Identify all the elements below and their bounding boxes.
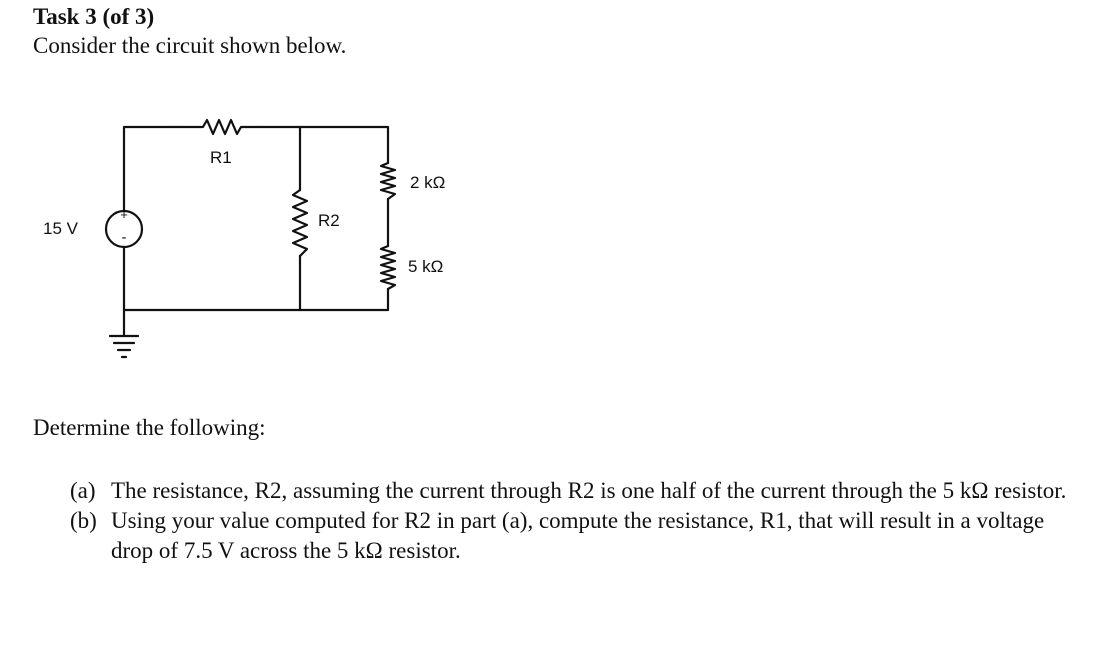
source-minus-sign: - [122,229,127,246]
wire-left-top [122,125,178,213]
r1-label: R1 [210,148,232,167]
source-plus-sign: + [120,207,128,222]
resistor-2k [379,161,397,201]
part-b-text: Using your value computed for R2 in part… [111,508,1045,563]
source-voltage-label: 15 V [43,219,79,238]
task-intro: Consider the circuit shown below. [33,33,347,58]
wire-top [260,125,390,165]
resistor-5k-label: 5 kΩ [408,257,443,276]
part-a-text: The resistance, R2, assuming the current… [111,478,1067,503]
task-title: Task 3 (of 3) [33,4,155,29]
question-part-b: (b) Using your value computed for R2 in … [70,506,1080,566]
resistor-2k-label: 2 kΩ [410,173,445,192]
question-part-a: (a) The resistance, R2, assuming the cur… [70,476,1080,506]
questions-heading: Determine the following: [33,415,266,440]
part-b-marker: (b) [70,508,97,533]
voltage-source [104,209,144,249]
r2-label: R2 [318,211,340,230]
part-a-marker: (a) [70,478,96,503]
resistor-r1 [174,118,264,136]
wire-right-bottom [122,287,390,312]
question-list: (a) The resistance, R2, assuming the cur… [70,476,1080,566]
resistor-5k [379,244,397,291]
ground-icon [108,334,140,359]
resistor-r2 [291,188,309,258]
